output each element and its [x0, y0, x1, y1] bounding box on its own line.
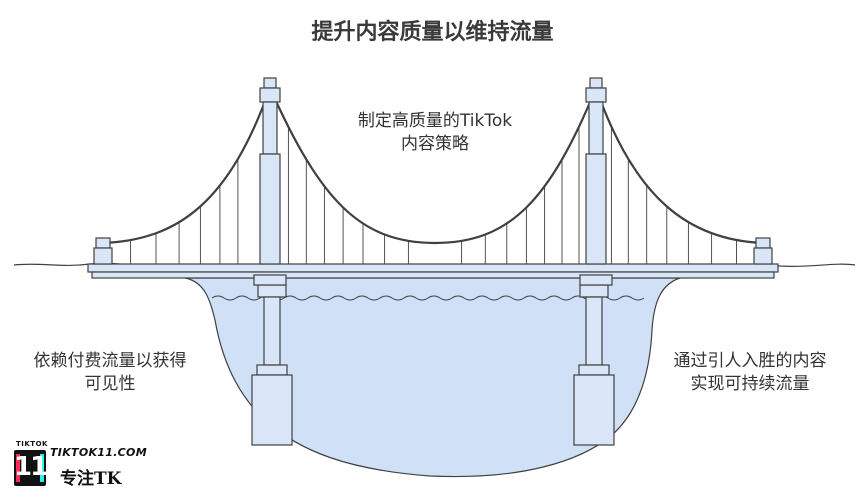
diagram-title: 提升内容质量以维持流量	[311, 20, 554, 45]
tower-right	[579, 77, 613, 286]
label-line: 内容策略	[401, 134, 469, 154]
logo-badge: 11	[14, 450, 48, 486]
label-line: 制定高质量的TikTok	[357, 111, 513, 131]
water-basin	[184, 277, 681, 478]
pier-right	[573, 284, 615, 446]
end-anchor-right	[753, 237, 773, 265]
tiktok11-logo: TIKTOK 11 TIKTOK11.COM 专注TK	[14, 440, 154, 492]
logo-accent	[40, 454, 44, 482]
water-wave	[211, 295, 645, 301]
logo-tagline: 专注TK	[60, 469, 122, 489]
label-line: 可见性	[84, 374, 136, 394]
main-cable	[268, 87, 598, 245]
label-top-center: 制定高质量的TikTok 内容策略	[330, 110, 540, 156]
label-left: 依赖付费流量以获得 可见性	[10, 350, 210, 396]
label-line: 实现可持续流量	[690, 374, 810, 394]
logo-accent	[16, 454, 20, 482]
main-cable	[102, 87, 272, 245]
label-line: 依赖付费流量以获得	[33, 351, 187, 371]
label-line: 通过引人入胜的内容	[673, 351, 827, 371]
logo-domain: TIKTOK11.COM	[50, 446, 147, 459]
logo-small-text: TIKTOK	[16, 440, 48, 448]
bridge-deck	[87, 263, 779, 279]
tower-left	[253, 77, 287, 286]
label-right: 通过引人入胜的内容 实现可持续流量	[650, 350, 850, 396]
bridge-hangers	[130, 126, 737, 264]
main-cable	[594, 87, 764, 245]
logo-badge-text: 11	[14, 452, 48, 482]
end-anchor-left	[93, 237, 113, 265]
